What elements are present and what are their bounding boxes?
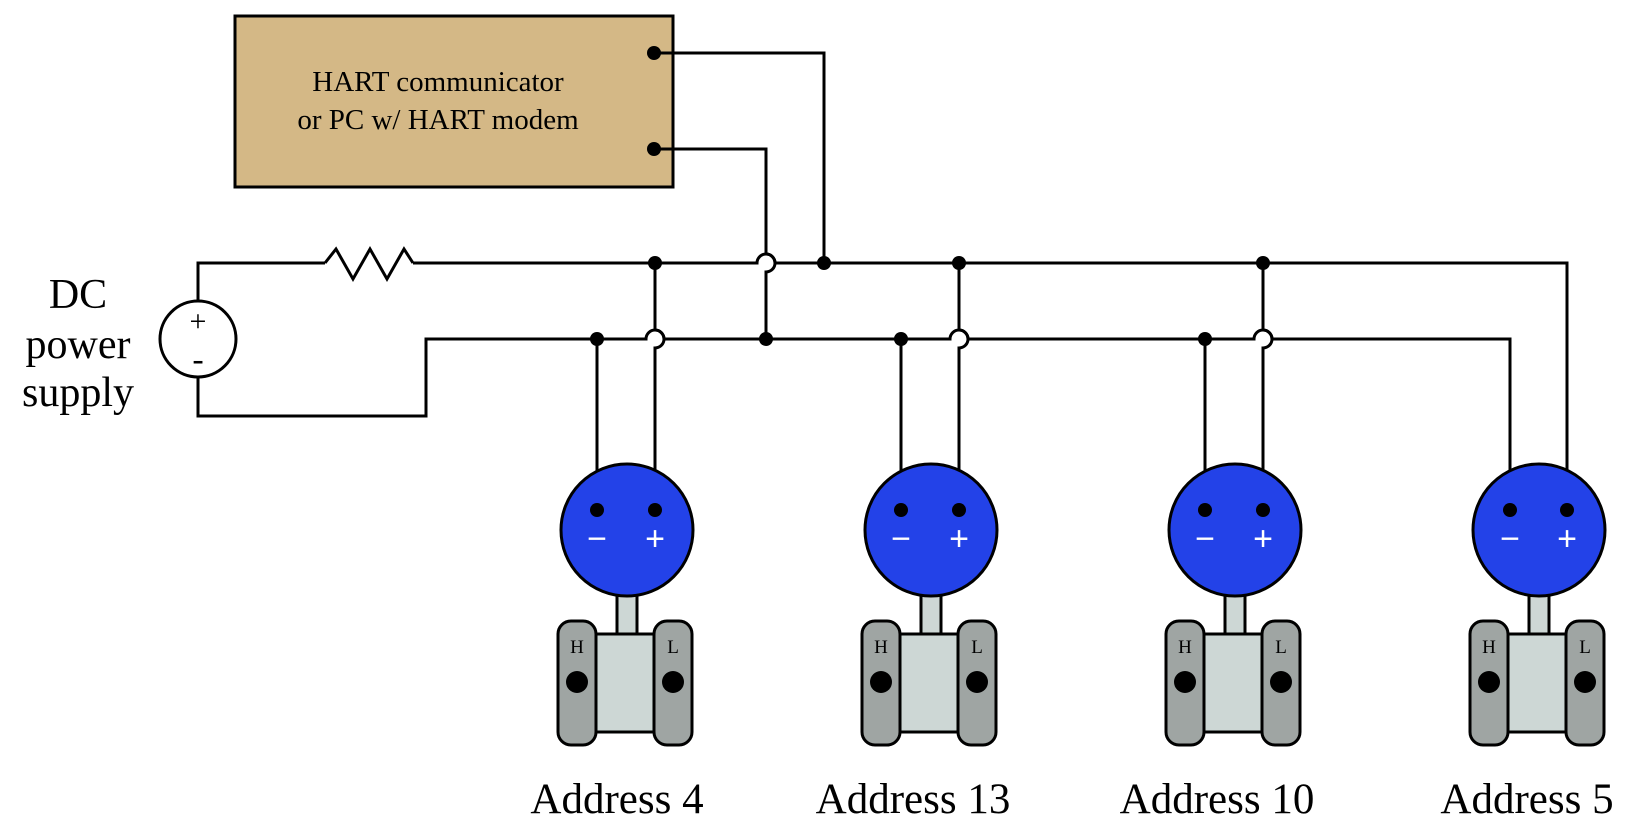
high-port-label: H xyxy=(1178,637,1192,658)
transmitter-head xyxy=(863,462,999,598)
negative-terminal-label: − xyxy=(891,520,911,558)
power-supply-minus-sign: - xyxy=(192,341,203,378)
dc-power-supply: + - DC power supply xyxy=(22,272,238,416)
positive-terminal-label: + xyxy=(1253,520,1273,558)
hart-communicator: HART communicator or PC w/ HART modem xyxy=(233,14,675,189)
communicator-label-line1: HART communicator xyxy=(312,66,564,98)
negative-terminal-label: − xyxy=(587,520,607,558)
negative-terminal xyxy=(1198,503,1212,517)
transmitter-address-5: H L − + Address 5 xyxy=(1440,462,1614,821)
low-pressure-port xyxy=(1270,671,1292,693)
negative-terminal-label: − xyxy=(1500,520,1520,558)
power-supply-plus-sign: + xyxy=(190,305,207,338)
power-supply-label-line1: DC xyxy=(49,272,107,318)
address-label: Address 4 xyxy=(530,776,703,821)
low-port-label: L xyxy=(1275,637,1287,658)
low-pressure-port xyxy=(966,671,988,693)
negative-terminal xyxy=(1503,503,1517,517)
low-pressure-port xyxy=(1574,671,1596,693)
high-port-label: H xyxy=(874,637,888,658)
junction-positive-address-4 xyxy=(648,256,662,270)
address-label: Address 5 xyxy=(1440,776,1613,821)
positive-terminal xyxy=(1256,503,1270,517)
transmitter-address-13: H L − + Address 13 xyxy=(816,462,1011,821)
transmitter-head xyxy=(1167,462,1303,598)
low-port-label: L xyxy=(1579,637,1591,658)
negative-terminal-label: − xyxy=(1195,520,1215,558)
transmitter-neck xyxy=(1527,591,1551,637)
negative-bus xyxy=(597,328,1512,510)
address-label: Address 10 xyxy=(1120,776,1315,821)
communicator-lead-to-positive-bus xyxy=(654,51,826,263)
transmitter-head xyxy=(1471,462,1607,598)
junction-positive-communicator xyxy=(817,256,831,270)
junction-negative-address-10 xyxy=(1198,332,1212,346)
junction-negative-address-13 xyxy=(894,332,908,346)
power-supply-label-line2: power xyxy=(26,322,131,368)
low-pressure-port xyxy=(662,671,684,693)
junction-negative-communicator xyxy=(759,332,773,346)
transmitter-lead-positive-address-10 xyxy=(1261,263,1274,510)
transmitter-lead-positive-address-13 xyxy=(957,263,970,510)
positive-terminal xyxy=(648,503,662,517)
negative-terminal xyxy=(590,503,604,517)
positive-terminal-label: + xyxy=(1557,520,1577,558)
communicator-label-line2: or PC w/ HART modem xyxy=(297,104,579,136)
transmitter-head xyxy=(559,462,695,598)
power-supply-label-line3: supply xyxy=(22,370,134,416)
positive-bus xyxy=(413,252,1569,510)
low-port-label: L xyxy=(667,637,679,658)
transmitter-neck xyxy=(1223,591,1247,637)
address-label: Address 13 xyxy=(816,776,1011,821)
high-pressure-port xyxy=(1174,671,1196,693)
transmitter-address-10: H L − + Address 10 xyxy=(1120,462,1315,821)
communicator-box xyxy=(233,14,675,189)
positive-terminal xyxy=(952,503,966,517)
positive-terminal-label: + xyxy=(645,520,665,558)
junction-positive-address-13 xyxy=(952,256,966,270)
transmitter-lead-positive-address-4 xyxy=(653,263,666,510)
negative-supply-lead xyxy=(196,337,597,418)
high-pressure-port xyxy=(1478,671,1500,693)
resistor-symbol xyxy=(323,245,415,283)
transmitter-address-4: H L − + Address 4 xyxy=(530,462,704,821)
junction-positive-address-10 xyxy=(1256,256,1270,270)
positive-terminal xyxy=(1560,503,1574,517)
positive-supply-lead xyxy=(196,261,325,301)
junction-negative-address-4 xyxy=(590,332,604,346)
high-port-label: H xyxy=(1482,637,1496,658)
negative-terminal xyxy=(894,503,908,517)
high-pressure-port xyxy=(870,671,892,693)
high-port-label: H xyxy=(570,637,584,658)
positive-terminal-label: + xyxy=(949,520,969,558)
transmitter-neck xyxy=(919,591,943,637)
transmitter-neck xyxy=(615,591,639,637)
low-port-label: L xyxy=(971,637,983,658)
high-pressure-port xyxy=(566,671,588,693)
